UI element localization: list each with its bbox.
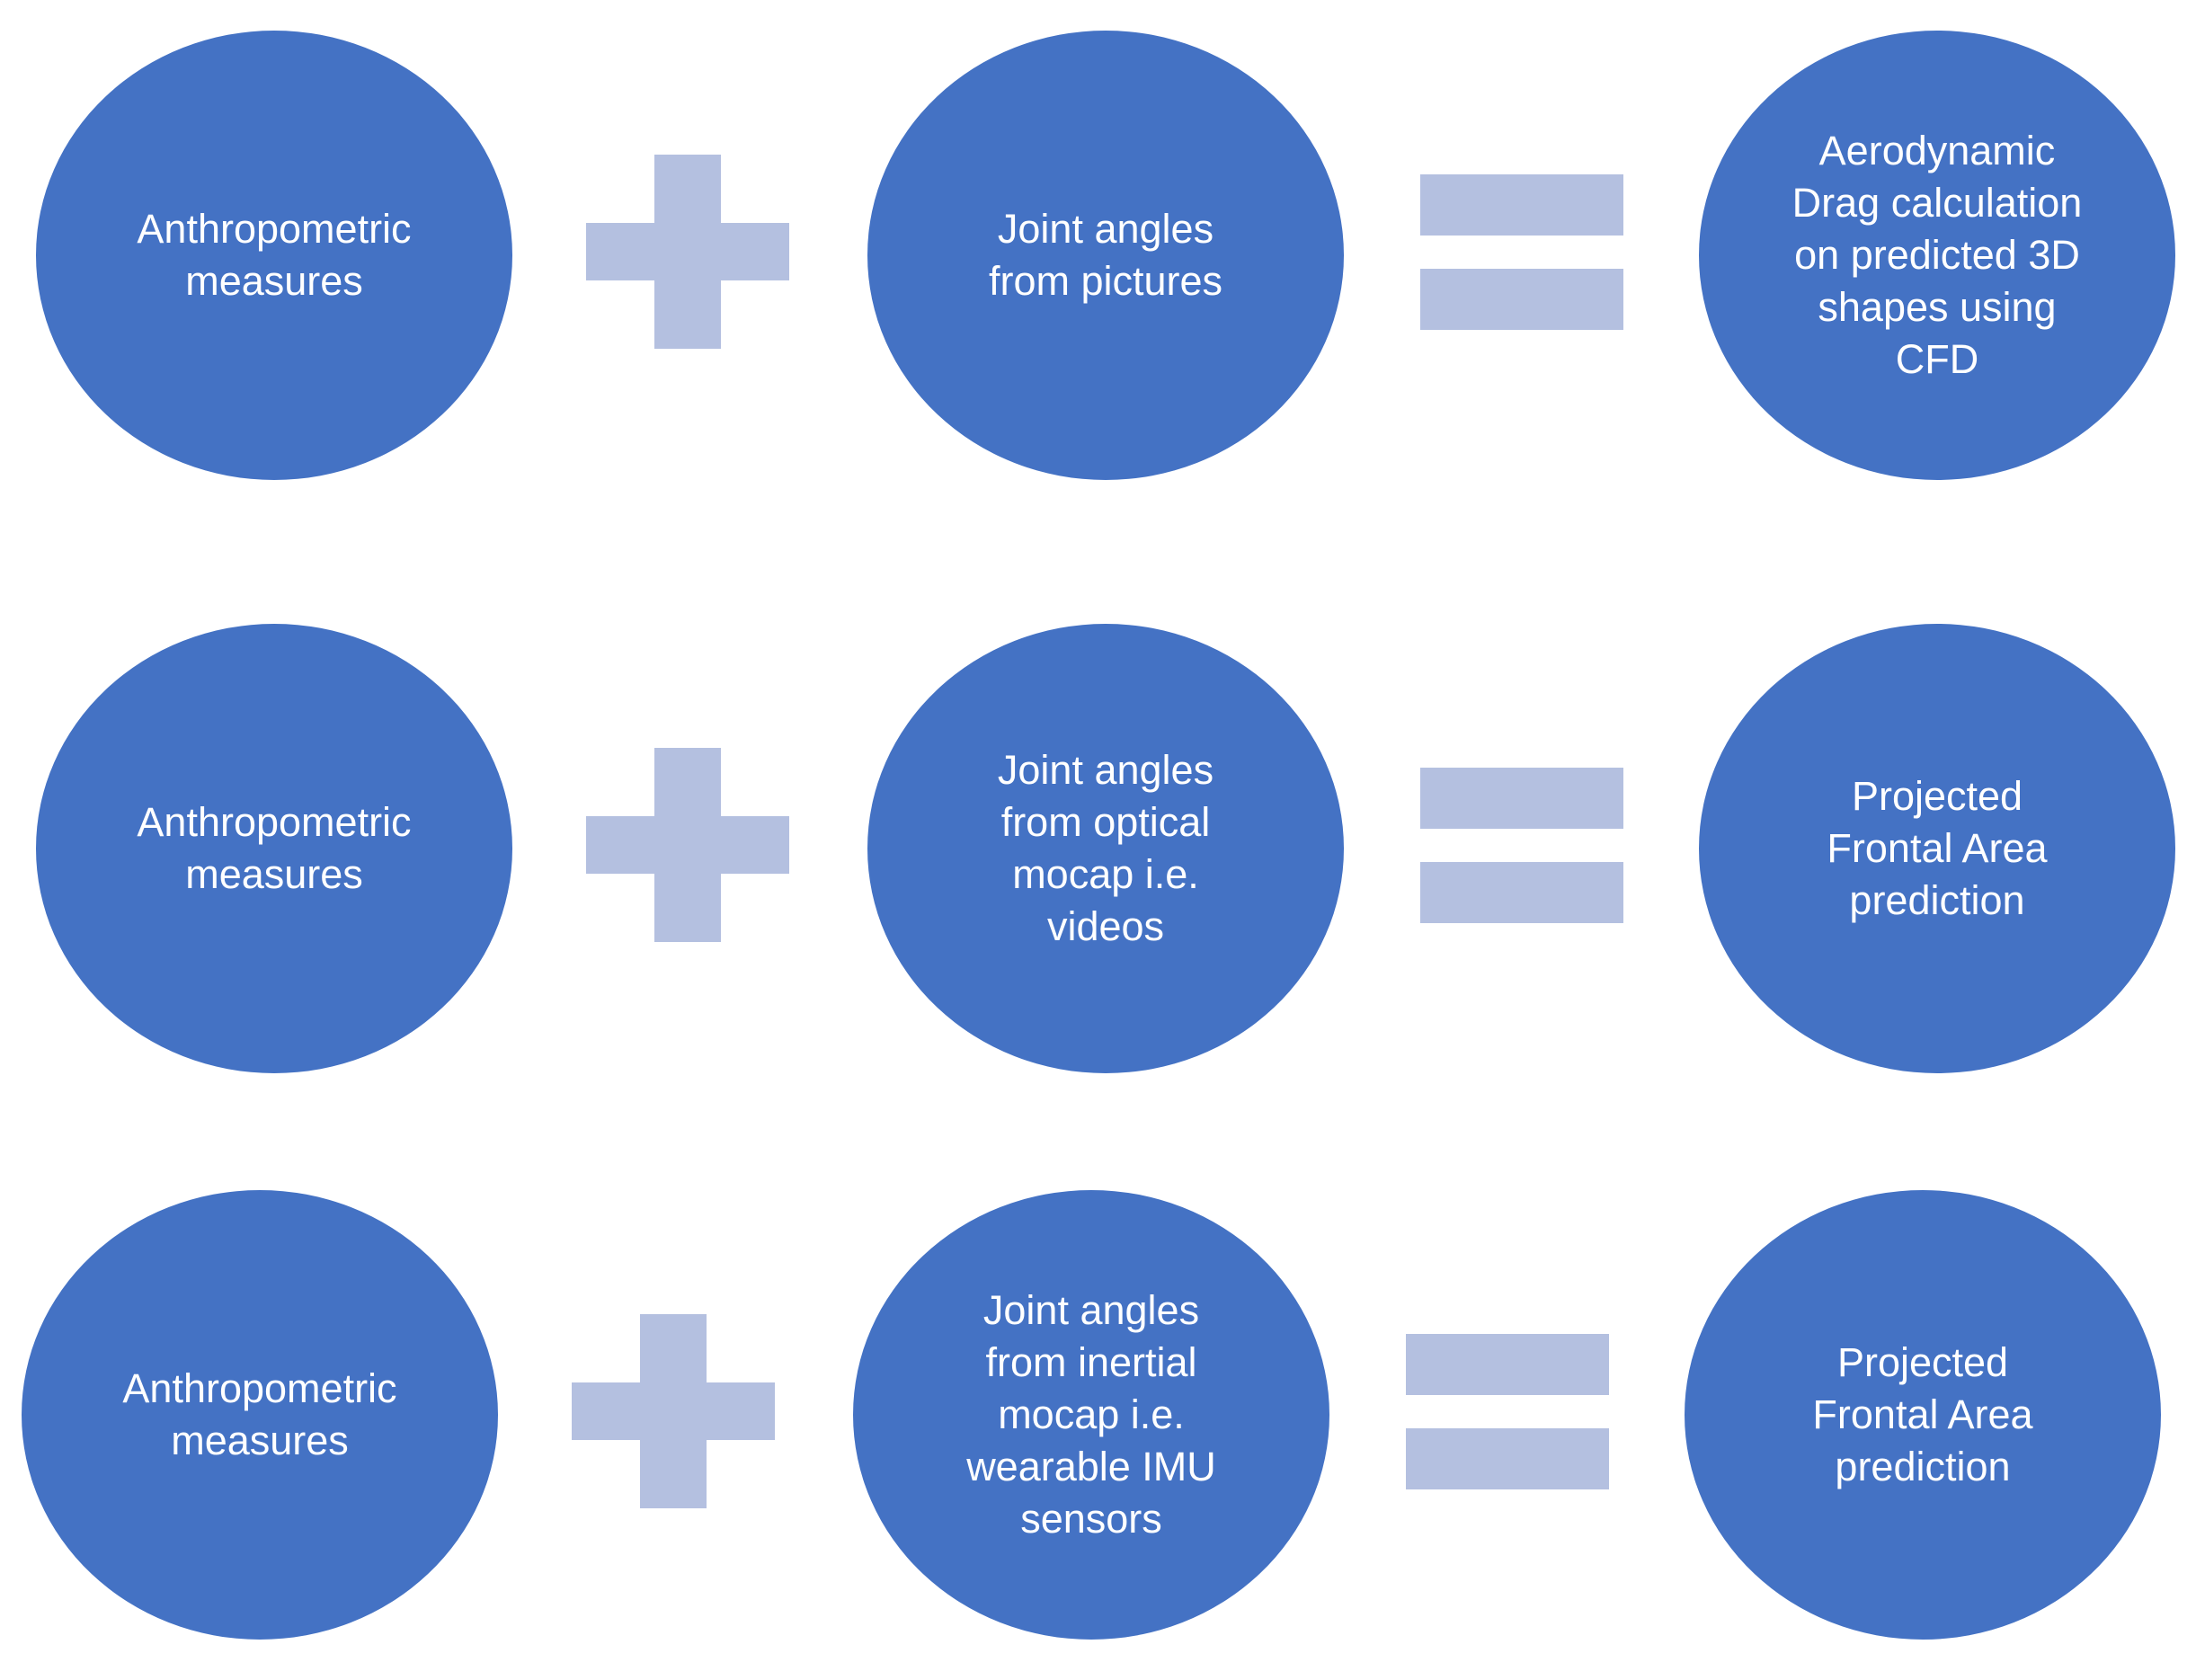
equals-top-bar xyxy=(1420,768,1623,829)
equals-icon xyxy=(1406,1334,1609,1489)
plus-vertical-bar xyxy=(640,1314,707,1508)
equation-row-1: Anthropometric measures Joint angles fro… xyxy=(0,27,2196,494)
equals-bottom-bar xyxy=(1406,1428,1609,1489)
input-circle-anthropometric: Anthropometric measures xyxy=(36,31,512,480)
input-circle-joint-angles: Joint angles from inertial mocap i.e. we… xyxy=(853,1190,1329,1640)
input-circle-anthropometric: Anthropometric measures xyxy=(36,624,512,1073)
output-circle: Projected Frontal Area prediction xyxy=(1699,624,2175,1073)
equals-icon xyxy=(1420,768,1623,923)
output-circle: Aerodynamic Drag calculation on predicte… xyxy=(1699,31,2175,480)
circle-label: Anthropometric measures xyxy=(137,206,412,304)
plus-icon xyxy=(586,155,789,349)
equals-top-bar xyxy=(1406,1334,1609,1395)
equals-bottom-bar xyxy=(1420,269,1623,330)
circle-label: Joint angles from optical mocap i.e. vid… xyxy=(997,747,1214,949)
equals-top-bar xyxy=(1420,174,1623,236)
output-circle: Projected Frontal Area prediction xyxy=(1685,1190,2161,1640)
equals-bottom-bar xyxy=(1420,862,1623,923)
input-circle-joint-angles: Joint angles from pictures xyxy=(867,31,1344,480)
input-circle-joint-angles: Joint angles from optical mocap i.e. vid… xyxy=(867,624,1344,1073)
equation-row-2: Anthropometric measures Joint angles fro… xyxy=(0,620,2196,1088)
circle-label: Projected Frontal Area prediction xyxy=(1827,773,2048,923)
equals-icon xyxy=(1420,174,1623,330)
circle-label: Aerodynamic Drag calculation on predicte… xyxy=(1791,128,2083,382)
circle-label: Joint angles from inertial mocap i.e. we… xyxy=(966,1287,1216,1542)
input-circle-anthropometric: Anthropometric measures xyxy=(22,1190,498,1640)
plus-vertical-bar xyxy=(654,748,721,942)
circle-label: Joint angles from pictures xyxy=(988,206,1223,304)
circle-label: Projected Frontal Area prediction xyxy=(1812,1339,2033,1489)
plus-icon xyxy=(586,748,789,942)
equation-row-3: Anthropometric measures Joint angles fro… xyxy=(0,1187,2196,1654)
plus-icon xyxy=(572,1314,775,1508)
plus-vertical-bar xyxy=(654,155,721,349)
circle-label: Anthropometric measures xyxy=(122,1365,397,1463)
circle-label: Anthropometric measures xyxy=(137,799,412,897)
